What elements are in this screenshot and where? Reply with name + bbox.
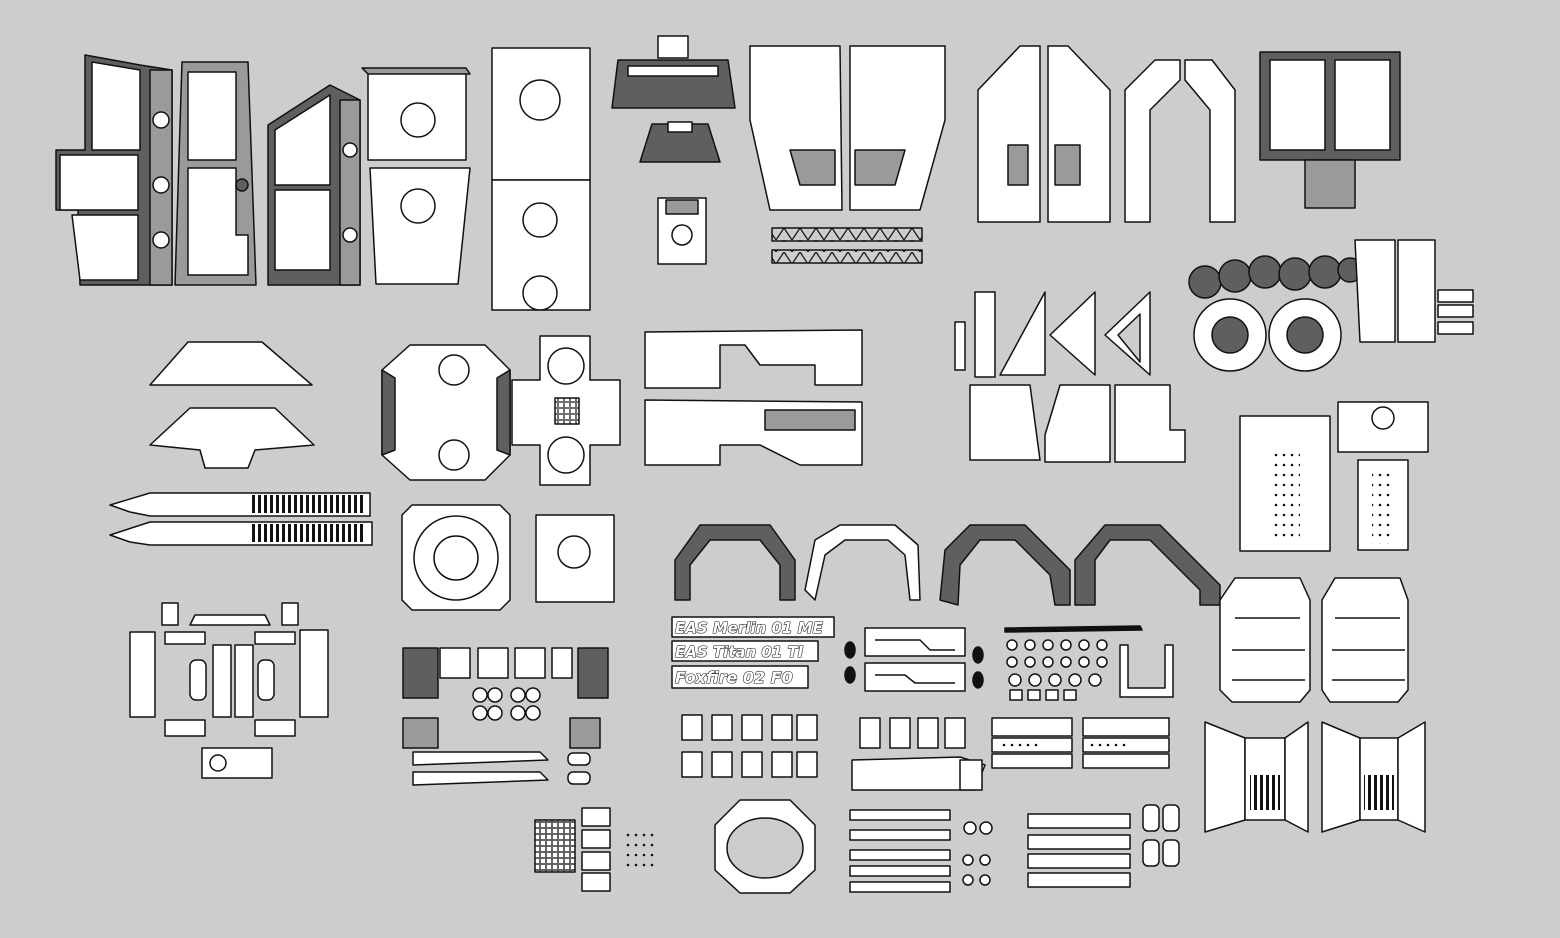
gear-ring bbox=[714, 799, 816, 894]
arch-frames bbox=[674, 524, 1221, 606]
hole-plate-small-bottom bbox=[369, 167, 471, 285]
side-panels-right bbox=[1354, 239, 1474, 343]
cross-plate bbox=[511, 335, 621, 486]
wing-plates bbox=[149, 341, 315, 469]
strut-set bbox=[849, 809, 993, 893]
perforated-panels bbox=[1239, 401, 1429, 552]
box-frame-right bbox=[1259, 51, 1401, 209]
bracket-clusters bbox=[402, 647, 609, 786]
exhaust-nozzles bbox=[1188, 255, 1363, 372]
long-boom bbox=[851, 756, 986, 791]
long-brackets-top bbox=[977, 45, 1236, 223]
small-fittings-grid bbox=[1004, 625, 1174, 701]
angled-frame bbox=[267, 84, 361, 286]
rail-strips bbox=[1027, 804, 1180, 888]
hole-plate-small-top bbox=[361, 67, 471, 161]
clamp-array bbox=[681, 714, 966, 778]
label-titan: EAS Titan 01 TI bbox=[675, 643, 804, 661]
cockpit-parts bbox=[611, 35, 736, 265]
control-panels bbox=[991, 717, 1170, 769]
circuit-panels bbox=[844, 627, 984, 692]
cannon-barrels bbox=[109, 492, 373, 546]
clip-strips bbox=[534, 807, 657, 892]
label-merlin: EAS Merlin 01 ME bbox=[675, 619, 824, 637]
tall-frame-mid bbox=[174, 61, 257, 286]
label-foxfire: Foxfire 02 F0 bbox=[675, 668, 793, 687]
leg-shells-top bbox=[749, 45, 946, 264]
name-plates: EAS Merlin 01 ME EAS Titan 01 TI Foxfire… bbox=[671, 616, 835, 689]
tall-hole-plate bbox=[491, 47, 591, 311]
slide-rails bbox=[644, 329, 863, 466]
octagon-plate bbox=[381, 344, 511, 481]
triangle-braces bbox=[954, 291, 1186, 463]
tall-frame-left bbox=[55, 54, 173, 286]
hatch-assembly bbox=[129, 602, 329, 779]
hex-frame-panels bbox=[1219, 577, 1409, 703]
turntable-plate bbox=[401, 504, 615, 611]
folding-panels bbox=[1204, 721, 1426, 833]
